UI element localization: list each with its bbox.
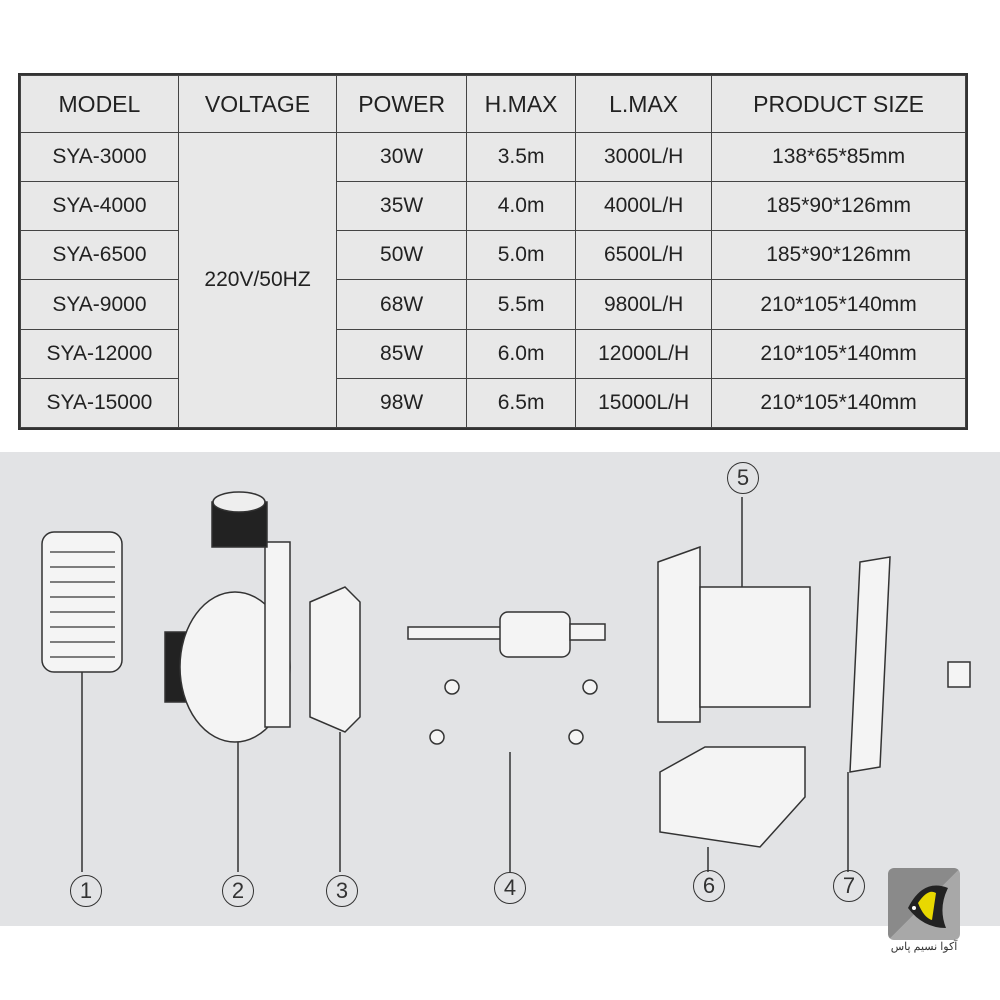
part-label-1: 1 [70,875,102,907]
part-label-6: 6 [693,870,725,902]
power: 35W [336,181,468,232]
base-part [659,746,806,872]
header-power: POWER [336,75,468,133]
table-row: SYA-9000 68W 5.5m 9800L/H 210*105*140mm [20,279,966,330]
part-label-4: 4 [494,872,526,904]
part-label-3: 3 [326,875,358,907]
hmax: 3.5m [466,131,577,183]
lmax: 15000L/H [575,377,713,429]
header-hmax: H.MAX [466,75,577,133]
lmax: 9800L/H [575,279,713,330]
lmax: 4000L/H [575,181,713,232]
header-model: MODEL [20,75,179,133]
brand-logo [888,868,960,940]
power: 50W [336,230,468,281]
power: 30W [336,131,468,183]
model: SYA-12000 [20,328,179,379]
size: 185*90*126mm [711,230,966,281]
size: 138*65*85mm [711,131,966,183]
part-label-5: 5 [727,462,759,494]
model: SYA-4000 [20,181,179,232]
model: SYA-6500 [20,230,179,281]
model: SYA-3000 [20,131,179,183]
power: 68W [336,279,468,330]
motor-part [657,497,811,723]
angelfish-icon [908,885,948,928]
logo-text: آکوا نسیم پاس [890,941,958,953]
lmax: 12000L/H [575,328,713,379]
model: SYA-9000 [20,279,179,330]
table-row: SYA-6500 50W 5.0m 6500L/H 185*90*126mm [20,230,966,281]
strainer-part [41,531,123,872]
rotor-and-screws-part [407,611,606,872]
hmax: 5.0m [466,230,577,281]
hmax: 5.5m [466,279,577,330]
hmax: 6.5m [466,377,577,429]
model: SYA-15000 [20,377,179,429]
header-voltage: VOLTAGE [177,75,338,133]
hmax: 6.0m [466,328,577,379]
pump-housing-part [164,491,291,872]
lmax: 3000L/H [575,131,713,183]
size: 210*105*140mm [711,328,966,379]
back-plate-part [847,556,971,872]
table-header-row: MODEL VOLTAGE POWER H.MAX L.MAX PRODUCT … [20,75,966,133]
table-row: SYA-12000 85W 6.0m 12000L/H 210*105*140m… [20,328,966,379]
part-label-2: 2 [222,875,254,907]
table-row: SYA-4000 35W 4.0m 4000L/H 185*90*126mm [20,181,966,232]
table-row: SYA-3000 220V/50HZ 30W 3.5m 3000L/H 138*… [20,131,966,428]
size: 210*105*140mm [711,377,966,429]
power: 85W [336,328,468,379]
header-size: PRODUCT SIZE [711,75,966,133]
lmax: 6500L/H [575,230,713,281]
impeller-cover-part [309,586,361,872]
exploded-diagram: 1 2 3 4 5 6 7 [0,452,1000,926]
spec-table: MODEL VOLTAGE POWER H.MAX L.MAX PRODUCT … [18,73,968,430]
size: 210*105*140mm [711,279,966,330]
power: 98W [336,377,468,429]
voltage: 220V/50HZ [177,132,338,428]
part-label-7: 7 [833,870,865,902]
table-row: SYA-15000 98W 6.5m 15000L/H 210*105*140m… [20,377,966,429]
hmax: 4.0m [466,181,577,232]
header-lmax: L.MAX [575,75,713,133]
size: 185*90*126mm [711,181,966,232]
